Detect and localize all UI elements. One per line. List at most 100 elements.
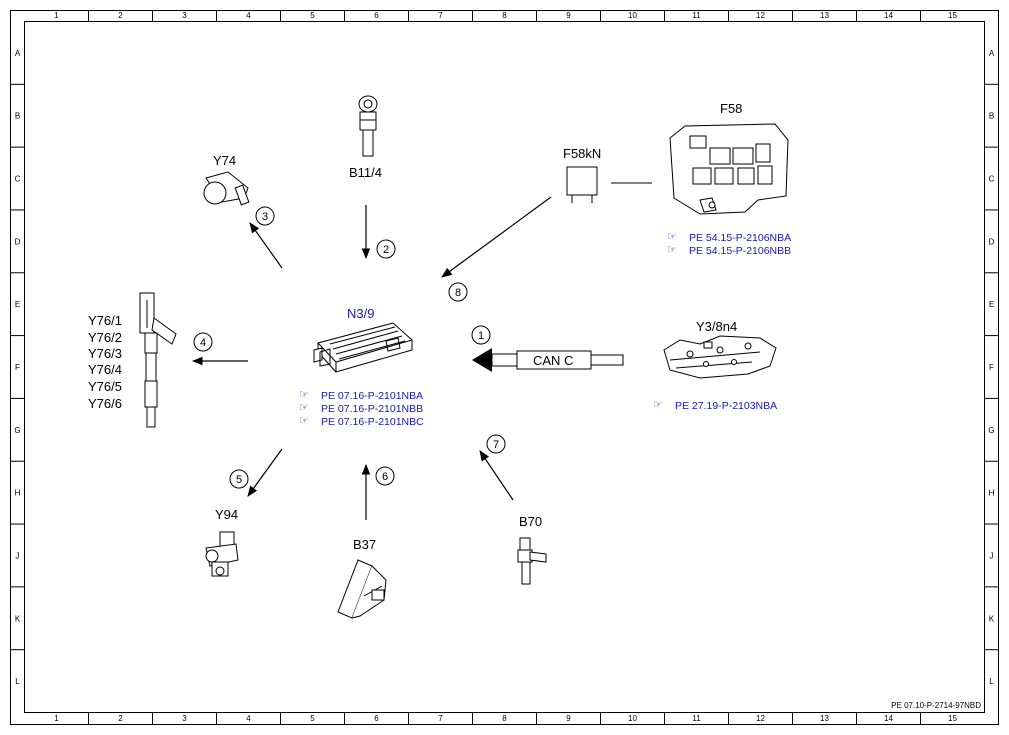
grid-row-label: F xyxy=(15,363,20,372)
component-label: F58 xyxy=(720,101,742,116)
grid-column-label: 10 xyxy=(628,714,637,723)
grid-column-label: 11 xyxy=(692,11,701,20)
reference-text[interactable]: PE 54.15-P-2106NBB xyxy=(689,245,791,257)
svg-text:3: 3 xyxy=(262,211,268,223)
grid-column-label: 3 xyxy=(182,11,187,20)
grid-column-label: 2 xyxy=(118,714,123,723)
grid-column-label: 11 xyxy=(692,714,701,723)
reference-text[interactable]: PE 54.15-P-2106NBA xyxy=(689,232,791,244)
grid-column-label: 5 xyxy=(310,11,315,20)
grid-labels: 1122334455667788991010111112121313141415… xyxy=(14,11,994,723)
component-label: B11/4 xyxy=(349,165,382,180)
reference-link[interactable]: ☞ PE 54.15-P-2106NBA xyxy=(667,231,791,244)
hand-pointer-icon: ☞ xyxy=(299,415,309,427)
reference-text[interactable]: PE 07.16-P-2101NBC xyxy=(321,416,424,428)
marker-2: 2 xyxy=(376,239,396,259)
outer-frame xyxy=(10,10,999,725)
grid-column-label: 1 xyxy=(54,11,59,20)
f58-reference-list: ☞ PE 54.15-P-2106NBA ☞ PE 54.15-P-2106NB… xyxy=(667,231,791,257)
reference-link[interactable]: ☞ PE 07.16-P-2101NBA xyxy=(299,389,423,402)
pressure-regulator-icon xyxy=(203,171,250,206)
component-b70: B70 xyxy=(517,514,547,585)
reference-text[interactable]: PE 07.16-P-2101NBA xyxy=(321,390,423,402)
hand-pointer-icon: ☞ xyxy=(667,244,677,256)
grid-column-label: 5 xyxy=(310,714,315,723)
component-label: Y76/5 xyxy=(88,379,122,394)
svg-text:5: 5 xyxy=(236,474,242,486)
hand-pointer-icon: ☞ xyxy=(299,389,309,401)
ecu-reference-list: ☞ PE 07.16-P-2101NBA ☞ PE 07.16-P-2101NB… xyxy=(299,389,424,428)
quantity-control-valve-icon xyxy=(205,531,239,577)
arrow-7 xyxy=(479,450,514,501)
can-line-right xyxy=(590,354,624,366)
crankshaft-sensor-icon xyxy=(517,537,547,585)
grid-row-label: E xyxy=(989,300,994,309)
drawing-code: PE 07.10-P-2714-97NBD xyxy=(891,701,981,710)
accelerator-pedal-icon xyxy=(337,559,387,619)
grid-column-label: 6 xyxy=(374,11,379,20)
temperature-sensor-icon xyxy=(358,95,378,157)
grid-column-label: 10 xyxy=(628,11,637,20)
svg-text:4: 4 xyxy=(200,337,206,349)
grid-column-label: 8 xyxy=(502,714,507,723)
grid-column-label: 13 xyxy=(820,11,829,20)
can-arrowhead xyxy=(472,348,492,372)
component-label: B37 xyxy=(353,537,376,552)
component-label: Y74 xyxy=(213,153,236,168)
grid-row-label: C xyxy=(15,175,21,184)
component-label: Y3/8n4 xyxy=(696,319,737,334)
arrow-8 xyxy=(441,196,552,278)
grid-column-label: 3 xyxy=(182,714,187,723)
component-y76-group: Y76/1 Y76/2 Y76/3 Y76/4 Y76/5 Y76/6 xyxy=(88,292,177,428)
control-unit-n3-9: N3/9 ☞ PE 07.16-P-2101NBA ☞ PE 07.16-P-2… xyxy=(299,306,424,428)
marker-6: 6 xyxy=(375,466,395,486)
component-label: Y76/1 xyxy=(88,313,122,328)
grid-column-label: 9 xyxy=(566,714,571,723)
grid-column-label: 12 xyxy=(756,11,765,20)
grid-column-label: 2 xyxy=(118,11,123,20)
reference-text[interactable]: PE 27.19-P-2103NBA xyxy=(675,400,777,412)
injector-icon xyxy=(139,292,177,428)
component-y74: Y74 xyxy=(203,153,250,206)
grid-column-label: 9 xyxy=(566,11,571,20)
grid-row-label: K xyxy=(15,614,21,623)
reference-link[interactable]: ☞ PE 27.19-P-2103NBA xyxy=(653,399,777,412)
marker-3: 3 xyxy=(255,206,275,226)
hand-pointer-icon: ☞ xyxy=(299,402,309,414)
relay-icon xyxy=(566,166,598,203)
reference-link[interactable]: ☞ PE 07.16-P-2101NBC xyxy=(299,415,424,428)
ecu-label: N3/9 xyxy=(347,306,374,321)
grid-row-label: H xyxy=(15,489,21,498)
grid-row-label: D xyxy=(15,237,21,246)
grid-row-label: G xyxy=(14,426,20,435)
grid-row-label: J xyxy=(990,551,994,560)
transmission-control-icon xyxy=(663,335,777,379)
grid-row-label: L xyxy=(989,677,994,686)
svg-text:6: 6 xyxy=(382,471,388,483)
grid-row-label: K xyxy=(989,614,995,623)
svg-text:2: 2 xyxy=(383,244,389,256)
component-y3-8n4: Y3/8n4 ☞ PE 27.19-P-2103NBA xyxy=(653,319,777,412)
component-f58: F58 ☞ PE 54.15-P-2106NBA ☞ PE 54.15-P-21… xyxy=(667,101,791,257)
grid-column-label: 15 xyxy=(948,714,957,723)
inner-frame xyxy=(24,21,985,713)
grid-row-label: F xyxy=(989,363,994,372)
grid-row-label: B xyxy=(15,112,20,121)
grid-row-label: L xyxy=(15,677,20,686)
grid-row-label: B xyxy=(989,112,994,121)
grid-column-label: 8 xyxy=(502,11,507,20)
ecu-icon xyxy=(313,322,414,373)
grid-row-label: J xyxy=(16,551,20,560)
grid-row-label: E xyxy=(15,300,20,309)
reference-link[interactable]: ☞ PE 07.16-P-2101NBB xyxy=(299,402,423,415)
reference-text[interactable]: PE 07.16-P-2101NBB xyxy=(321,403,423,415)
grid-column-label: 7 xyxy=(438,11,443,20)
marker-8: 8 xyxy=(448,282,468,302)
svg-text:7: 7 xyxy=(493,439,499,451)
marker-5: 5 xyxy=(229,469,249,489)
reference-link[interactable]: ☞ PE 54.15-P-2106NBB xyxy=(667,244,791,257)
arrow-number-markers: 1 2 3 4 5 6 7 8 xyxy=(193,206,506,489)
can-line-left xyxy=(491,353,518,367)
marker-1: 1 xyxy=(471,325,491,345)
